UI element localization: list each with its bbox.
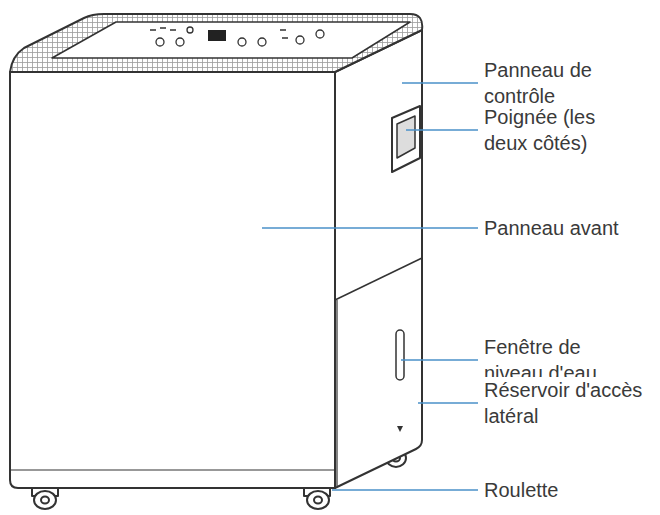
leader-lines: [262, 83, 478, 490]
control-panel: [52, 22, 410, 58]
top-grille: [10, 14, 422, 72]
caster: [32, 488, 58, 509]
water-tank: [335, 258, 422, 486]
part-label: Réservoir d'accès latéral: [484, 377, 644, 429]
water-window: [396, 330, 404, 380]
part-label: Roulette: [484, 477, 559, 503]
handle: [392, 106, 420, 172]
part-label: Poignée (les deux côtés): [484, 104, 644, 156]
caster: [304, 488, 330, 509]
front-panel: [10, 72, 335, 488]
display: [208, 30, 226, 41]
part-label: Panneau avant: [484, 215, 619, 241]
buttons: [150, 27, 324, 46]
part-label: Panneau de contrôle: [484, 57, 644, 109]
side-panel: [335, 30, 422, 488]
